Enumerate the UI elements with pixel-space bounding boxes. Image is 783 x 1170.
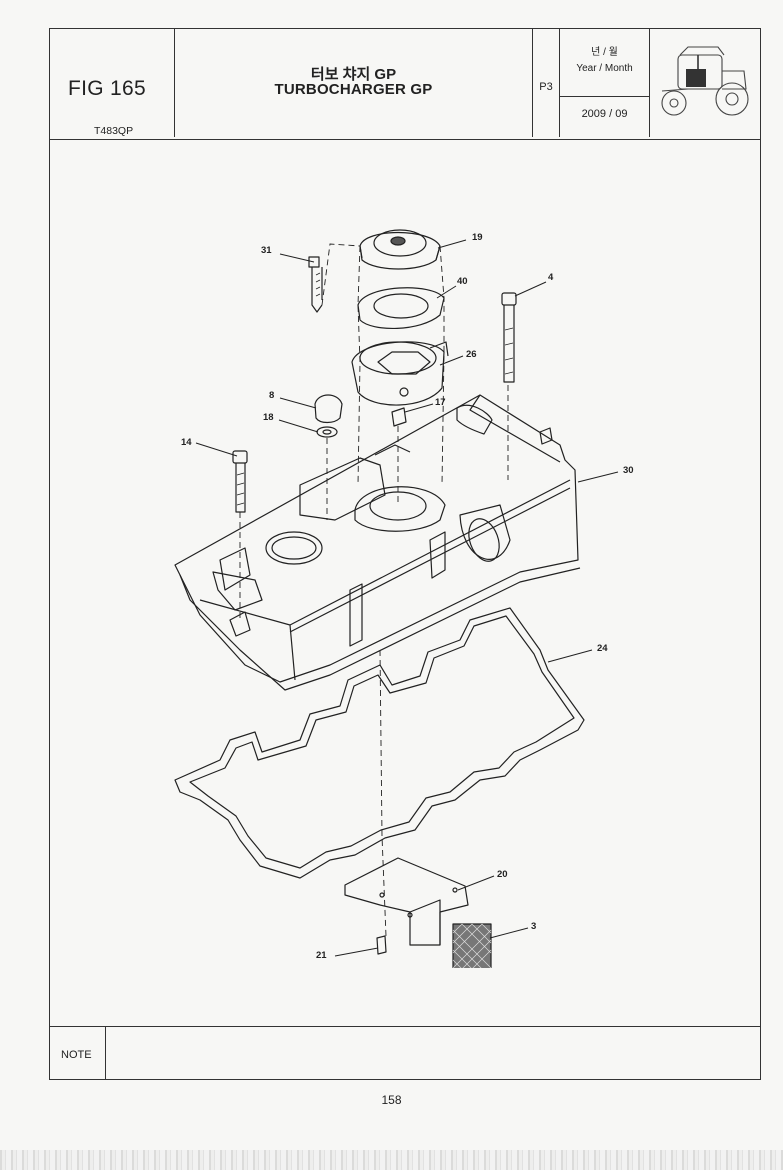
seal-plate-part: [354, 486, 446, 532]
note-row: NOTE: [50, 1026, 760, 1080]
callout-30: 30: [623, 465, 634, 476]
date-label-korean: 년 / 월: [591, 47, 618, 58]
callout-4: 4: [548, 272, 554, 283]
callout-18: 18: [263, 412, 274, 423]
callout-19: 19: [472, 232, 483, 243]
callout-14: 14: [181, 437, 192, 448]
flange-19-part: [359, 229, 441, 270]
date-cell: 년 / 월 Year / Month 2009 / 09: [560, 29, 650, 137]
washer-18-part: [316, 426, 338, 438]
title-english: TURBOCHARGER GP: [274, 81, 433, 98]
plug-17-part: [391, 407, 407, 427]
bracket-20-part: [344, 857, 469, 946]
exploded-parts-diagram: [174, 229, 619, 968]
note-label-cell: NOTE: [50, 1027, 106, 1080]
page-number: 158: [381, 1093, 402, 1107]
gasket-24-part: [174, 607, 585, 879]
figure-label: FIG 165: [68, 77, 146, 100]
leader-lines: [195, 239, 619, 957]
title-korean: 터보 챠지 GP: [310, 66, 397, 83]
nut-8-part: [314, 394, 343, 424]
gasket-40-part: [357, 287, 445, 329]
callout-24: 24: [597, 643, 608, 654]
valve-cover-part: [174, 394, 581, 691]
callout-31: 31: [261, 245, 272, 256]
bolt-31-part: [308, 256, 323, 313]
callout-17: 17: [435, 397, 446, 408]
bolt-4-part: [501, 292, 517, 383]
title-cell: 터보 챠지 GP TURBOCHARGER GP: [175, 29, 533, 137]
housing-26-part: [351, 341, 449, 406]
callout-26: 26: [466, 349, 477, 360]
page-frame: FIG 165 T483QP 터보 챠지 GP TURBOCHARGER GP …: [49, 28, 761, 1080]
callout-3: 3: [531, 921, 537, 932]
screw-21-part: [376, 935, 387, 955]
header-block: FIG 165 T483QP 터보 챠지 GP TURBOCHARGER GP …: [50, 29, 760, 140]
bolt-14-part: [232, 450, 248, 513]
date-label-box: 년 / 월 Year / Month: [560, 29, 649, 97]
callout-21: 21: [316, 950, 327, 961]
tractor-cell: [650, 29, 760, 137]
scan-edge-strip: [0, 1150, 783, 1170]
callout-20: 20: [497, 869, 508, 880]
tractor-icon: [661, 46, 749, 116]
callout-8: 8: [269, 390, 275, 401]
date-label-english: Year / Month: [576, 63, 633, 74]
alignment-lines: [239, 243, 509, 937]
page-code-cell: P3: [533, 29, 560, 137]
callout-40: 40: [457, 276, 468, 287]
page-code: P3: [539, 81, 553, 93]
date-value: 2009 / 09: [581, 108, 628, 120]
model-code: T483QP: [94, 125, 134, 137]
figure-cell: FIG 165 T483QP: [50, 29, 175, 137]
note-label: NOTE: [61, 1049, 92, 1061]
